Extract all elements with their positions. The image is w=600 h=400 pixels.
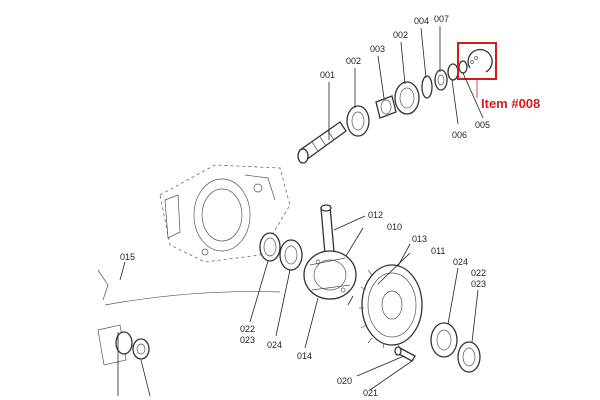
ring-005: [458, 60, 468, 74]
bearing-024-left: [279, 239, 303, 271]
label-001: 001: [320, 70, 335, 80]
label-021: 021: [363, 388, 378, 398]
label-002a: 002: [346, 56, 361, 66]
bearing-002-right: [394, 81, 420, 115]
label-006: 006: [452, 130, 467, 140]
shim-004: [421, 75, 433, 99]
gear-housing: [159, 164, 291, 263]
label-024a: 024: [267, 340, 282, 350]
label-005: 005: [475, 120, 490, 130]
leader-lines: [117, 26, 484, 397]
label-015: 015: [120, 252, 135, 262]
label-007: 007: [434, 14, 449, 24]
label-003: 003: [370, 44, 385, 54]
spacer-003: [375, 95, 397, 119]
label-023a: 023: [240, 335, 255, 345]
label-004: 004: [414, 16, 429, 26]
label-010: 010: [387, 222, 402, 232]
label-022b: 022: [471, 268, 486, 278]
label-024b: 024: [453, 257, 468, 267]
item-008-callout: Item #008: [481, 96, 540, 111]
label-011: 011: [431, 246, 445, 256]
pinion-shaft: [297, 121, 347, 164]
item-008-circlip: [467, 48, 493, 73]
pin-012: [320, 204, 335, 255]
diff-case-010: [303, 250, 357, 300]
label-012: 012: [368, 210, 383, 220]
label-002b: 002: [393, 30, 408, 40]
bearing-024-right: [430, 322, 458, 358]
axle-stub: [97, 269, 150, 366]
washer-007: [434, 69, 448, 91]
bearing-002-left: [346, 105, 370, 137]
seal-ring-right: [457, 341, 481, 373]
label-020: 020: [337, 376, 352, 386]
label-013: 013: [412, 234, 427, 244]
label-023b: 023: [471, 279, 486, 289]
part-labels: 001 002 003 002 004 007 006 005 Item #00…: [120, 14, 540, 398]
seal-ring-left: [259, 232, 281, 262]
nut-006: [447, 63, 459, 81]
ring-gear-011: [359, 264, 423, 350]
label-022a: 022: [240, 324, 255, 334]
label-014: 014: [297, 351, 312, 361]
